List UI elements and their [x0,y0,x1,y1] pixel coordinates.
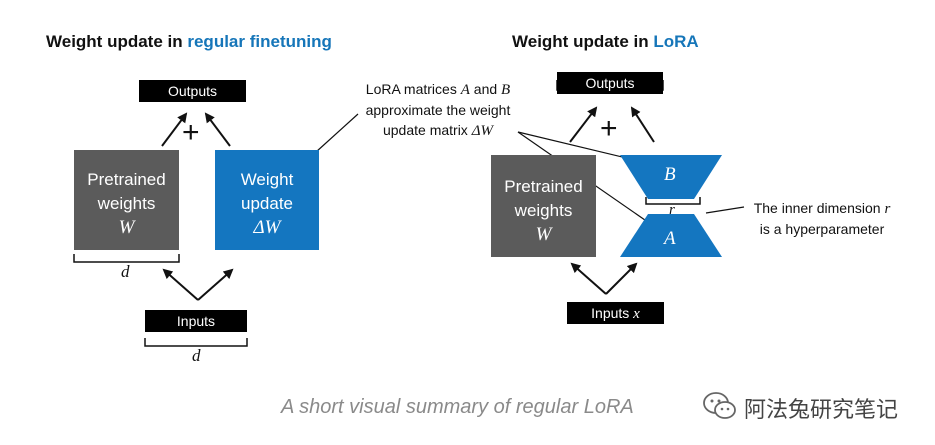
right-title: Weight update in LoRA [512,32,699,52]
right-arrow-from-inputs-1 [570,262,607,295]
left-title-prefix: Weight update in [46,32,188,51]
inner-dim-line2: is a hyperparameter [759,221,885,237]
left-arrow-from-inputs-2 [197,268,234,301]
left-plus-sign: + [182,116,200,149]
right-pretrained-symbol: W [535,224,552,245]
left-bracket-pretrained [73,254,180,263]
lora-note-line3-text: update matrix [382,122,472,138]
lora-note-line2: approximate the weight [365,102,511,118]
rank-pointer [705,206,745,214]
inner-dim-r: r [884,201,891,217]
figure-caption: A short visual summary of regular LoRA [281,396,634,418]
lora-note-line3: update matrix ΔW [352,120,524,141]
left-arrow-to-outputs-1 [161,112,188,147]
left-arrow-to-outputs-2 [204,112,231,147]
left-title: Weight update in regular finetuning [46,32,332,52]
left-pretrained-line2: weights [97,194,156,213]
right-inputs-box: Inputs x [567,302,664,324]
right-inputs-label: Inputs [591,305,630,321]
left-title-accent: regular finetuning [187,32,332,51]
lora-matrix-b-shape [620,155,722,199]
right-pretrained-weights-box: Pretrained weights W [491,155,596,257]
note-pointer-left [315,113,359,153]
lora-note: LoRA matrices A and B approximate the we… [352,79,524,141]
lora-matrix-a-shape [620,214,722,257]
lora-matrix-a-label: A [664,228,676,249]
watermark-text: 阿法兔研究笔记 [744,398,899,423]
left-dim-label-inputs: d [192,346,201,365]
left-bracket-inputs [144,338,248,347]
inner-dim-line1-text: The inner dimension [753,200,885,216]
inner-dim-note: The inner dimension r is a hyperparamete… [742,198,902,239]
rank-label: r [669,202,675,218]
left-update-line1: Weight [240,170,294,189]
left-pretrained-symbol: W [118,217,135,238]
left-update-line2: update [241,194,293,213]
right-arrow-to-outputs-1 [569,106,598,143]
left-arrow-from-inputs-1 [162,268,199,301]
lora-note-B: B [501,82,511,98]
left-outputs-box: Outputs [139,80,246,102]
lora-note-dW: ΔW [471,123,494,139]
right-pretrained-line2: weights [514,201,573,220]
lora-note-line1-a: LoRA matrices [365,81,461,97]
lora-note-line1: LoRA matrices A and B [352,79,524,100]
right-title-prefix: Weight update in [512,32,654,51]
rank-bracket [645,197,701,205]
right-title-accent: LoRA [653,32,699,51]
lora-note-line1-b: and [469,81,502,97]
right-plus-sign: + [600,112,618,145]
left-pretrained-weights-box: Pretrained weights W [74,150,179,250]
wechat-icon [702,390,738,422]
lora-matrix-b-label: B [664,164,676,185]
right-arrow-from-inputs-2 [605,262,638,295]
left-inputs-box: Inputs [145,310,247,332]
left-weight-update-box: Weight update ΔW [215,150,319,250]
right-pretrained-line1: Pretrained [504,177,583,196]
left-pretrained-line1: Pretrained [87,170,166,189]
left-dim-label-pretrained: d [121,262,130,281]
right-outputs-box: Outputs [557,72,663,94]
left-update-symbol: ΔW [253,217,281,238]
right-inputs-symbol: x [633,306,640,322]
lora-note-A: A [460,82,470,98]
right-arrow-to-outputs-2 [630,106,655,143]
inner-dim-line1: The inner dimension r [742,198,902,219]
